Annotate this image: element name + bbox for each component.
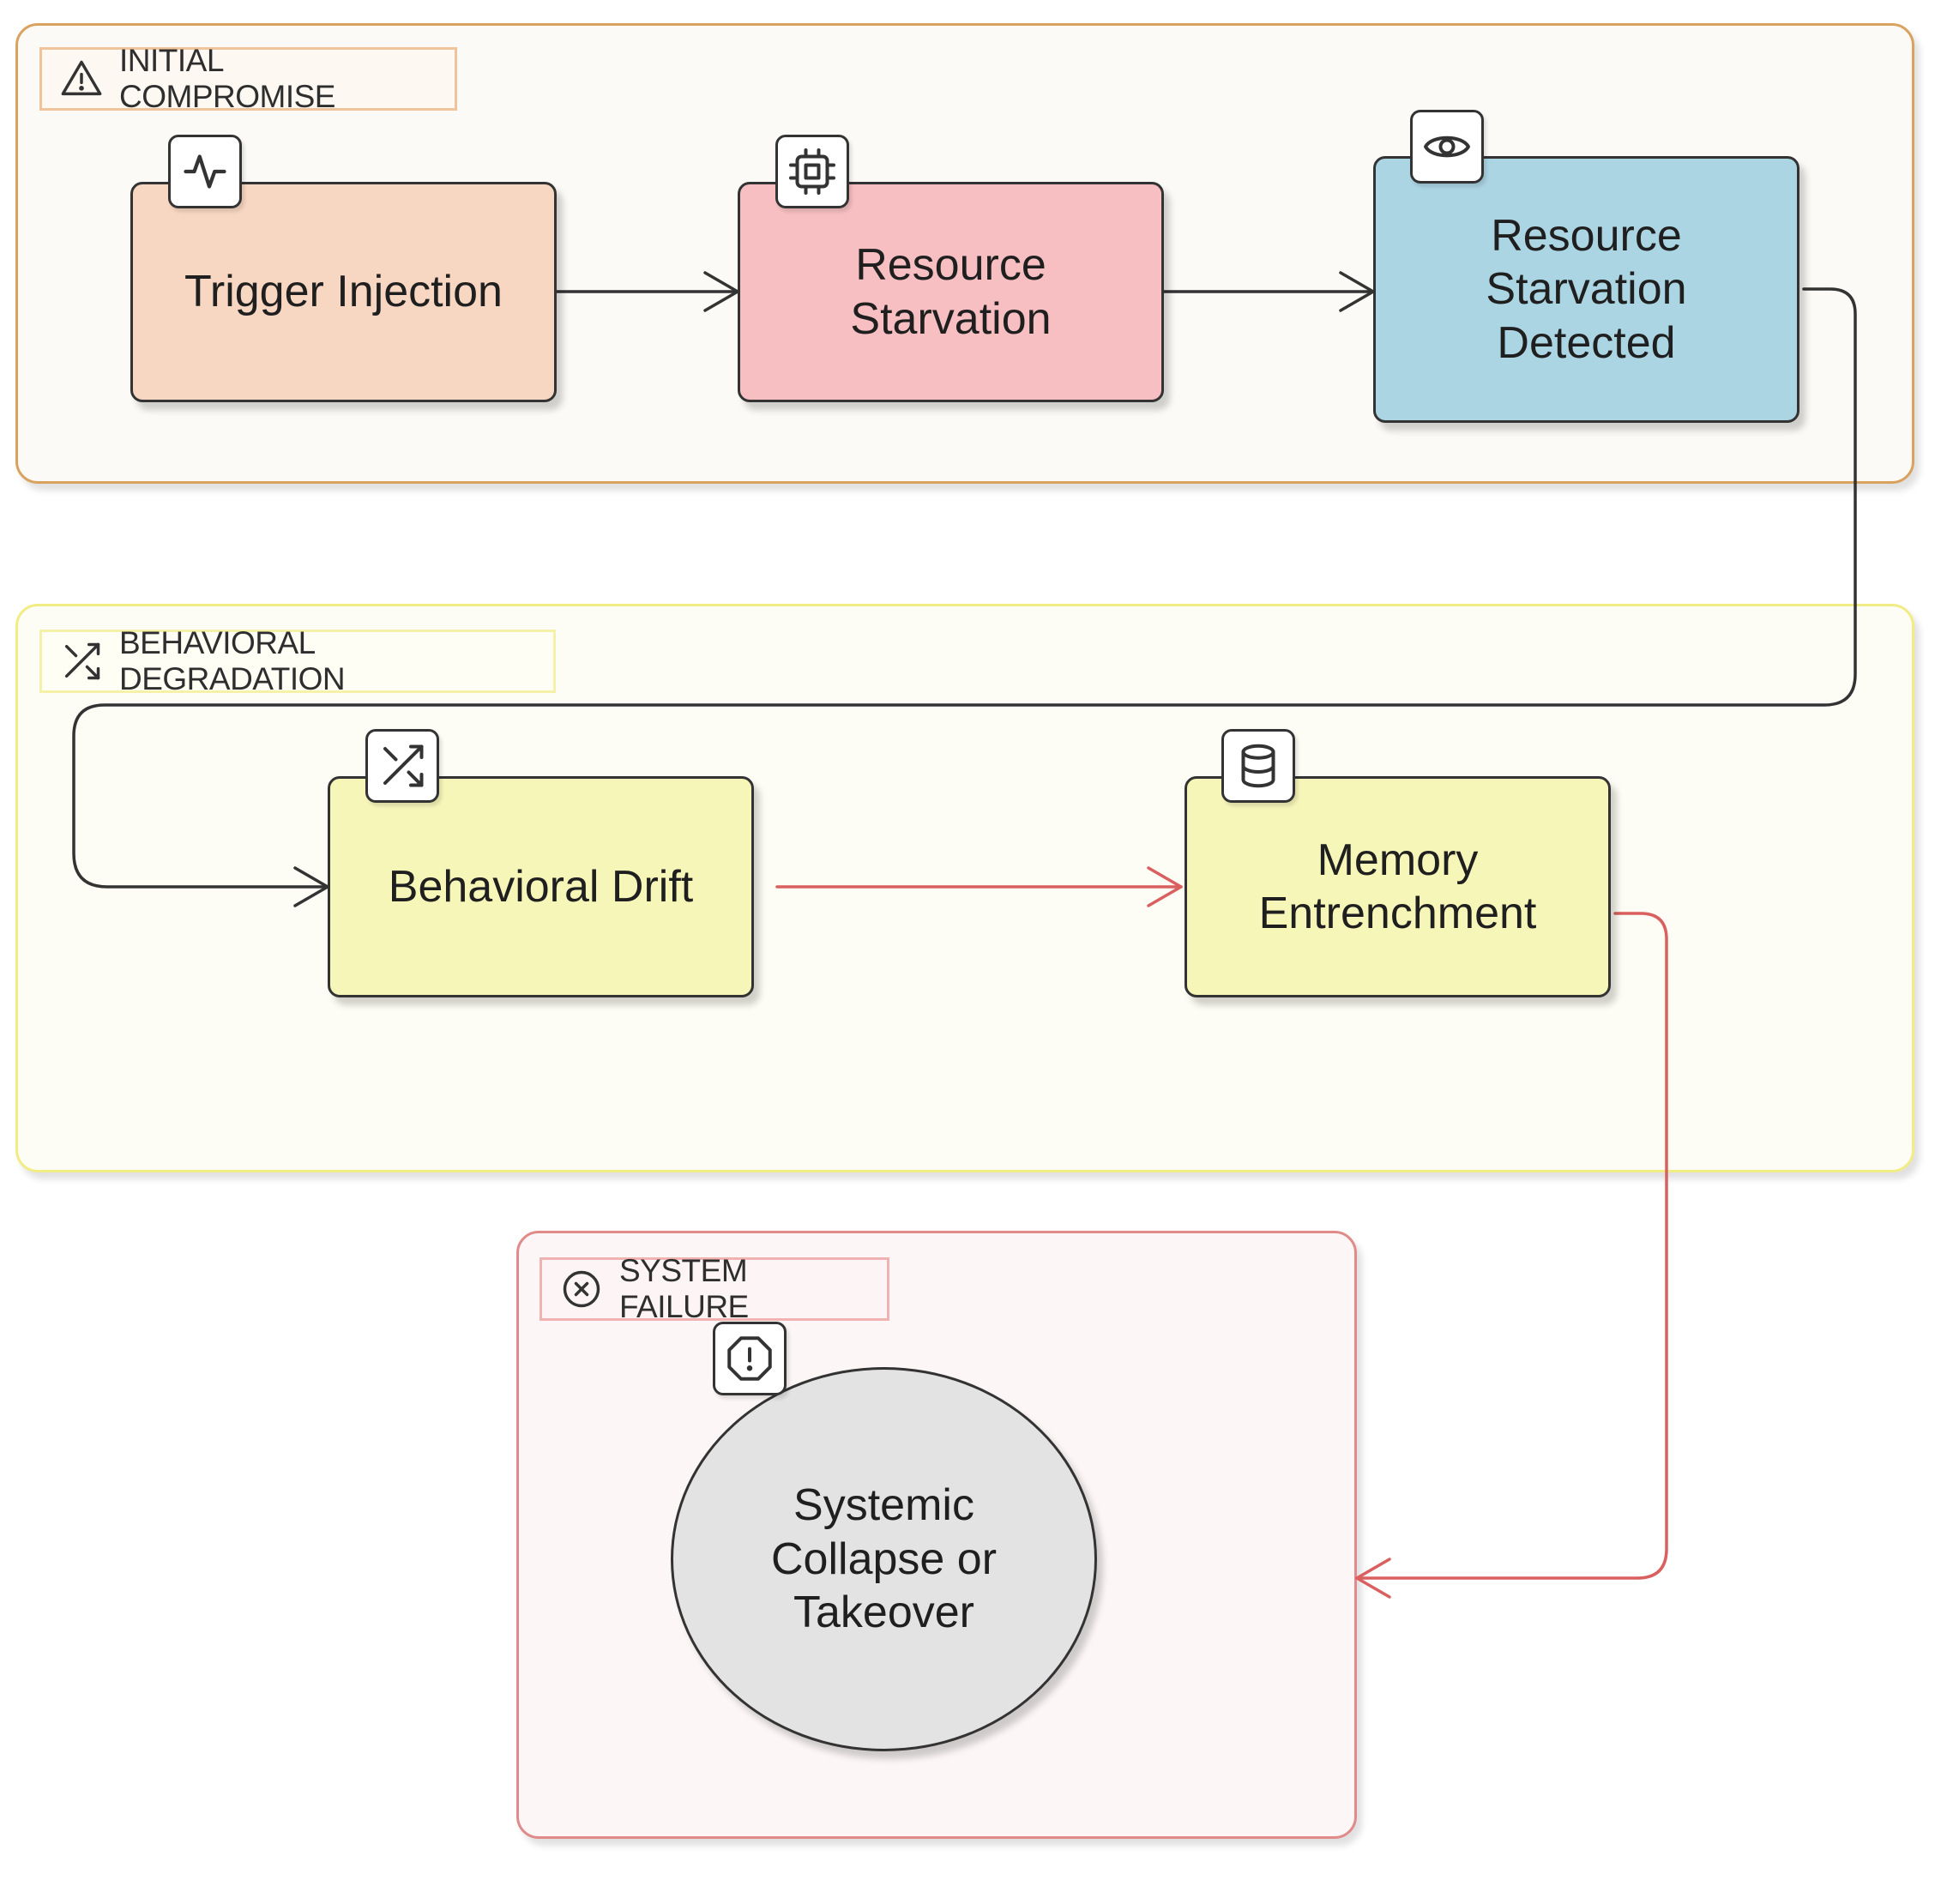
cpu-chip-icon <box>789 148 835 195</box>
node-badge-collapse <box>713 1322 787 1395</box>
database-icon <box>1241 744 1275 788</box>
node-systemic-collapse-or-takeover[interactable]: Systemic Collapse or Takeover <box>671 1367 1097 1751</box>
node-memory-entrenchment[interactable]: Memory Entrenchment <box>1185 776 1611 997</box>
edge-drift-to-memory <box>775 866 1183 907</box>
node-label-line: Resource <box>855 240 1046 291</box>
node-label-line: Takeover <box>793 1588 974 1638</box>
node-trigger-injection[interactable]: Trigger Injection <box>130 182 557 402</box>
node-resource-starvation[interactable]: Resource Starvation <box>738 182 1164 402</box>
node-label-line: Entrenchment <box>1258 889 1537 938</box>
x-circle-icon <box>563 1270 600 1308</box>
node-label-line: Resource <box>1491 210 1682 261</box>
node-label-line: Behavioral Drift <box>388 861 694 912</box>
group-label-system-failure: SYSTEM FAILURE <box>540 1253 889 1324</box>
node-label-line: Starvation <box>850 293 1052 344</box>
node-badge-trigger <box>168 135 242 208</box>
node-label-line: Trigger Injection <box>184 267 503 317</box>
group-title: BEHAVIORAL DEGRADATION <box>119 625 346 696</box>
edge-trigger-to-starvation <box>555 271 739 312</box>
node-badge-memory <box>1221 729 1295 803</box>
node-behavioral-drift[interactable]: Behavioral Drift <box>328 776 754 997</box>
node-label-line: Collapse or <box>770 1533 998 1584</box>
group-label-behavioral-degradation: BEHAVIORAL DEGRADATION <box>39 625 556 696</box>
node-label-line: Detected <box>1497 317 1676 368</box>
node-resource-starvation-detected[interactable]: Resource Starvation Detected <box>1373 156 1799 423</box>
node-badge-drift <box>365 729 439 803</box>
group-title: SYSTEM FAILURE <box>619 1253 749 1324</box>
shuffle-icon <box>64 642 100 680</box>
activity-pulse-icon <box>184 154 226 189</box>
shuffle-icon <box>383 744 424 787</box>
eye-icon <box>1424 136 1470 158</box>
edge-memory-to-collapse <box>1355 912 1668 1599</box>
alert-octagon-icon <box>727 1336 772 1381</box>
warning-triangle-icon <box>61 60 102 96</box>
group-title: INITIAL COMPROMISE <box>119 43 335 114</box>
node-label-line: Systemic <box>793 1480 974 1531</box>
group-label-initial-compromise: INITIAL COMPROMISE <box>39 43 457 114</box>
node-badge-detected <box>1410 110 1484 184</box>
node-badge-starvation <box>775 135 849 208</box>
edge-starvation-to-detected <box>1162 271 1375 312</box>
node-label-line: Starvation <box>1486 264 1687 315</box>
node-label-line: Memory <box>1317 835 1479 885</box>
